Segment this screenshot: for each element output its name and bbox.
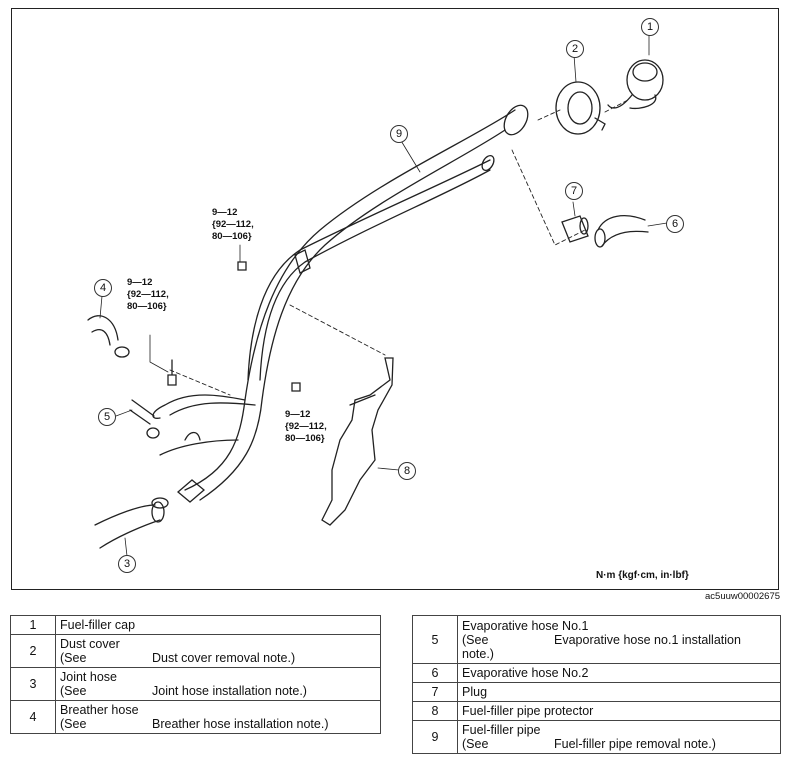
legend-row: 7 Plug — [412, 682, 781, 702]
callout-4: 4 — [94, 279, 112, 297]
legend-name: Breather hose — [60, 703, 139, 717]
legend-row: 2 Dust cover (See Dust cover removal note… — [10, 634, 381, 668]
legend-see: (See — [462, 737, 489, 751]
dust-cover — [555, 81, 606, 135]
legend-number: 3 — [10, 667, 56, 701]
evaporative-hose-no2 — [594, 215, 649, 248]
legend-cell: Dust cover (See Dust cover removal note.) — [55, 634, 381, 668]
legend-number: 1 — [10, 615, 56, 635]
leader-lines — [169, 99, 629, 396]
legend-number: 4 — [10, 700, 56, 734]
legend-number: 6 — [412, 663, 458, 683]
fuel-filler-cap — [607, 59, 664, 110]
callout-8: 8 — [398, 462, 416, 480]
legend-see: (See — [60, 651, 87, 665]
legend-note-link[interactable]: Breather hose installation note.) — [152, 717, 329, 731]
legend-note-cont: note.) — [462, 646, 494, 661]
callout-2: 2 — [566, 40, 584, 58]
legend-number: 5 — [412, 615, 458, 664]
legend-name: Fuel-filler pipe protector — [457, 701, 781, 721]
legend-row: 8 Fuel-filler pipe protector — [412, 701, 781, 721]
breather-hose — [87, 315, 130, 358]
callout-7: 7 — [565, 182, 583, 200]
figure-code: ac5uuw00002675 — [705, 591, 781, 602]
legend-name: Fuel-filler cap — [55, 615, 381, 635]
legend-number: 2 — [10, 634, 56, 668]
legend-row: 1 Fuel-filler cap — [10, 615, 381, 635]
legend-cell: Evaporative hose No.1 (See Evaporative ho… — [457, 615, 781, 664]
callout-leaders — [99, 33, 668, 557]
legend-see: (See — [462, 632, 489, 647]
legend-row: 4 Breather hose (See Breather hose instal… — [10, 700, 381, 734]
legend-note-link[interactable]: Evaporative hose no.1 installation — [554, 632, 741, 647]
legend-note-link[interactable]: Dust cover removal note.) — [152, 651, 296, 665]
torque-units-label: N·m {kgf·cm, in·lbf} — [596, 570, 689, 581]
fuel-filler-pipe-protector — [321, 357, 394, 526]
legend-number: 7 — [412, 682, 458, 702]
legend-name: Joint hose — [60, 670, 117, 684]
legend-note-link[interactable]: Joint hose installation note.) — [152, 684, 307, 698]
joint-hose — [94, 497, 169, 549]
legend-cell: Fuel-filler pipe (See Fuel-filler pipe re… — [457, 720, 781, 754]
legend-name: Dust cover — [60, 637, 120, 651]
plug — [561, 215, 589, 243]
legend-note-link[interactable]: Fuel-filler pipe removal note.) — [554, 737, 716, 751]
callout-9: 9 — [390, 125, 408, 143]
legend-row: 6 Evaporative hose No.2 — [412, 663, 781, 683]
legend-row: 3 Joint hose (See Joint hose installation… — [10, 667, 381, 701]
legend-name: Evaporative hose No.2 — [457, 663, 781, 683]
legend-name: Evaporative hose No.1 — [462, 618, 589, 633]
fuel-filler-pipe — [152, 104, 529, 503]
callout-6: 6 — [666, 215, 684, 233]
legend-number: 9 — [412, 720, 458, 754]
evaporative-hose-no1 — [129, 399, 160, 439]
legend-see: (See — [60, 684, 87, 698]
torque-label: 9—12 {92—112, 80—106} — [212, 207, 254, 242]
legend-name: Plug — [457, 682, 781, 702]
torque-label: 9—12 {92—112, 80—106} — [127, 277, 169, 312]
callout-3: 3 — [118, 555, 136, 573]
bolts — [167, 261, 301, 392]
callout-5: 5 — [98, 408, 116, 426]
legend-see: (See — [60, 717, 87, 731]
legend-cell: Breather hose (See Breather hose installa… — [55, 700, 381, 734]
exploded-view-illustration — [87, 33, 668, 557]
legend-cell: Joint hose (See Joint hose installation n… — [55, 667, 381, 701]
callout-1: 1 — [641, 18, 659, 36]
torque-label: 9—12 {92—112, 80—106} — [285, 409, 327, 444]
diagram-frame — [11, 8, 779, 590]
legend-number: 8 — [412, 701, 458, 721]
legend-name: Fuel-filler pipe — [462, 723, 541, 737]
